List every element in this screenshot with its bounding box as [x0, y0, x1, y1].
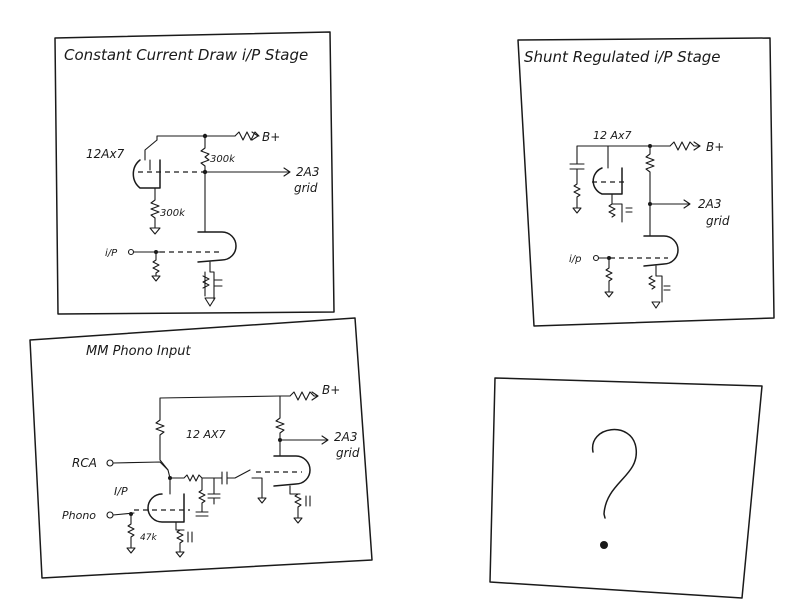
input-resistor-label: 47k — [140, 533, 157, 543]
top-rail — [576, 145, 671, 161]
plate-resistor-2 — [275, 395, 285, 441]
tube-plate — [144, 139, 158, 171]
supply-arrow — [251, 131, 259, 141]
input-label: i/p — [569, 254, 582, 265]
output-sublabel: grid — [336, 446, 360, 460]
cathode-network — [648, 265, 671, 303]
rc-network — [195, 477, 209, 517]
panel-frame — [489, 377, 763, 599]
supply-resistor — [669, 141, 701, 151]
cathode-network — [289, 485, 311, 519]
rc-network-2 — [207, 477, 221, 505]
output-label: 2A3 — [296, 165, 319, 179]
output-label: 2A3 — [334, 430, 357, 444]
cathode-resistor — [150, 187, 160, 229]
rca-jack — [106, 459, 114, 467]
grid-resistor — [605, 257, 613, 293]
tube-upper — [592, 167, 623, 195]
panel-constant-current: Constant Current Draw i/P Stage B+ 12Ax7… — [54, 31, 335, 315]
ground-symbol — [604, 291, 614, 298]
tube-lower-cathode — [204, 261, 215, 301]
tube-label: 12 AX7 — [186, 428, 226, 441]
ground-symbol — [572, 207, 582, 214]
top-rail — [156, 135, 236, 141]
tube-upper — [132, 159, 161, 189]
plate-resistor — [200, 135, 210, 173]
tube-right — [273, 455, 311, 487]
panel-frame — [54, 31, 335, 315]
tube-left — [147, 493, 185, 523]
output-arrow — [204, 167, 291, 177]
ground-symbol — [175, 551, 185, 558]
panel-title: Shunt Regulated i/P Stage — [524, 48, 721, 66]
cathode-resistor-label: 300k — [160, 208, 186, 219]
question-dot — [600, 541, 608, 549]
plate-resistor-label: 300k — [210, 154, 236, 165]
ground-symbol — [126, 547, 136, 554]
phono-label: Phono — [62, 509, 96, 522]
input-resistor — [127, 513, 135, 549]
supply-label: B+ — [706, 140, 724, 154]
output-sublabel: grid — [706, 214, 730, 228]
cathode-network — [202, 275, 223, 289]
plate-resistor — [155, 419, 169, 471]
input-jack — [127, 248, 135, 256]
output-arrow — [279, 435, 329, 445]
question-mark — [592, 429, 637, 519]
capacitor-network — [569, 159, 585, 209]
node-dot — [202, 133, 208, 139]
supply-resistor — [289, 391, 319, 401]
tube-label: 12Ax7 — [86, 147, 125, 161]
top-rail — [159, 395, 291, 421]
ground-symbol — [651, 301, 661, 309]
supply-label: B+ — [262, 130, 280, 144]
ip-label: I/P — [114, 485, 128, 498]
cathode-network — [175, 521, 193, 553]
output-label: 2A3 — [698, 197, 721, 211]
rca-label: RCA — [72, 456, 97, 470]
supply-label: B+ — [322, 383, 340, 397]
plate-resistor — [645, 145, 655, 205]
tube-lower — [197, 231, 237, 263]
supply-arrow — [311, 391, 319, 401]
ground-symbol — [257, 497, 267, 504]
ground-symbol — [149, 227, 161, 235]
panel-unknown — [489, 377, 763, 599]
grid-resistor — [152, 251, 160, 277]
wire — [112, 461, 169, 471]
cathode-network — [608, 193, 633, 223]
tube-lower — [643, 235, 679, 267]
input-jack — [592, 254, 600, 262]
panel-frame — [517, 37, 775, 327]
tube-label: 12 Ax7 — [593, 129, 632, 142]
supply-resistor — [234, 131, 260, 141]
output-arrow — [649, 199, 691, 209]
supply-arrow — [693, 141, 701, 151]
ground-symbol — [204, 297, 216, 307]
phono-jack — [106, 511, 114, 519]
panel-mm-phono: MM Phono Input B+ 12 AX7 2A3 grid RCA — [29, 317, 373, 579]
panel-shunt-regulated: Shunt Regulated i/P Stage 12 Ax7 B+ 2A3 … — [517, 37, 775, 327]
input-label: i/P — [105, 248, 118, 259]
ground-symbol — [151, 275, 161, 282]
panel-title: Constant Current Draw i/P Stage — [64, 46, 308, 64]
coupling-network — [167, 469, 263, 499]
panel-frame — [29, 317, 373, 579]
output-sublabel: grid — [294, 181, 318, 195]
panel-title: MM Phono Input — [86, 344, 191, 359]
ground-symbol — [293, 517, 303, 524]
